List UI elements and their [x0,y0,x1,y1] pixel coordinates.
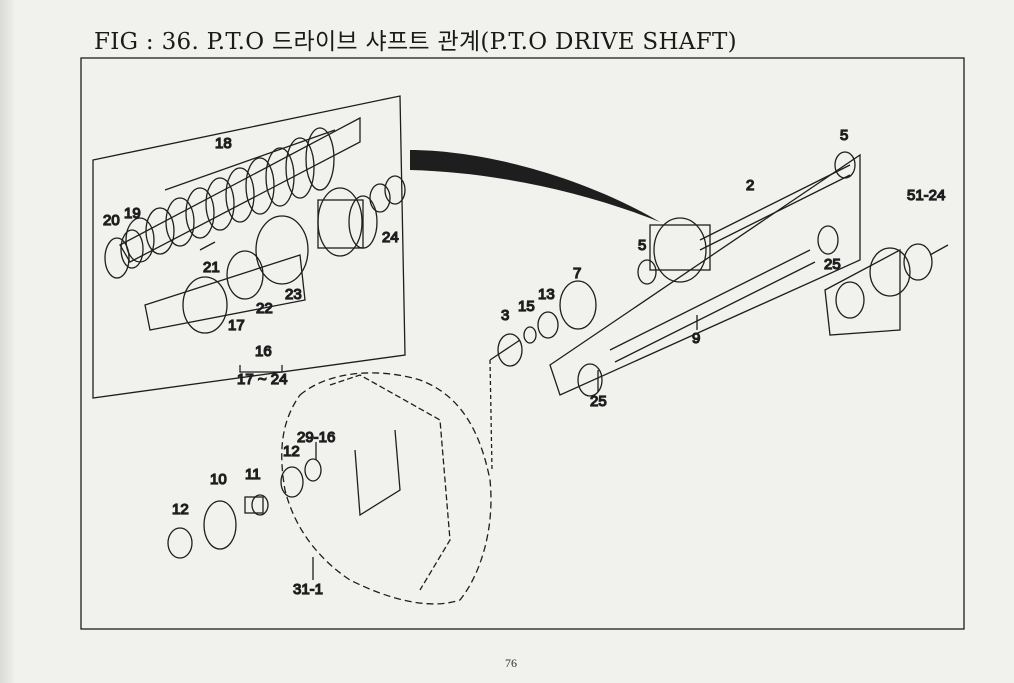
pto-shaft-assembly [549,151,861,397]
callout-25-upper: 25 [824,256,841,273]
callout-17: 17 [228,317,245,334]
shaft-51-24 [929,244,949,256]
ring-15 [523,326,537,344]
callout-11: 11 [245,466,261,483]
callout-3: 3 [501,307,509,324]
pressure-plate-19 [120,229,144,269]
callout-5-mid: 5 [638,237,646,254]
callout-12-lower: 12 [172,501,189,518]
ring-22 [226,250,264,300]
diagram-frame [80,57,965,630]
callout-23: 23 [285,286,302,303]
gear-right [869,247,911,297]
callout-29-16: 29-16 [297,429,335,446]
pin-21 [199,241,216,251]
leader-lines [312,315,698,580]
right-group-box [824,248,901,336]
callout-19: 19 [124,205,141,222]
figure-title: FIG : 36. P.T.O 드라이브 샤프트 관계(P.T.O DRIVE … [94,29,737,55]
callout-24: 24 [382,229,399,246]
callout-16: 16 [255,343,272,360]
callout-5-top: 5 [840,127,848,144]
bushing-13 [537,311,559,339]
callout-7: 7 [573,265,581,282]
seal-ring-24b [384,175,406,205]
housing-web [354,429,401,517]
callout-10: 10 [210,471,227,488]
callout-22: 22 [256,300,273,317]
callout-17-24: 17 ~ 24 [237,371,287,388]
inset-bracket-bottom [144,254,306,331]
clutch-inset-box [92,95,406,399]
seal-ring-24a [369,183,391,213]
callout-31-1: 31-1 [293,581,323,598]
gear-7 [559,280,597,330]
piston-17 [182,276,228,334]
callout-25-lower: 25 [590,393,607,410]
housing-31-1 [281,372,492,605]
clutch-drum [317,187,378,257]
bearing-right [835,281,865,319]
callout-15: 15 [518,298,535,315]
callout-2: 2 [746,177,754,194]
callout-12-upper: 12 [283,443,300,460]
inset-pointer-swoosh [410,150,660,222]
inset-bracket-top [119,116,361,263]
clutch-plate-stack [125,127,336,263]
callout-51-24: 51-24 [907,187,945,204]
ring-23 [255,215,309,285]
housing-inner-edge [329,374,451,591]
page-number: 76 [505,656,517,670]
callout-20: 20 [103,212,120,229]
callout-13: 13 [538,286,555,303]
callout-21: 21 [203,259,220,276]
callout-9: 9 [692,330,700,347]
page-binding-edge [0,0,14,683]
lower-shaft-parts [167,458,322,559]
group-bracket-16 [239,365,283,373]
gear-right-2 [903,243,933,281]
bearing-3 [497,333,523,367]
callout-18: 18 [215,135,232,152]
snap-ring-20 [104,237,130,279]
